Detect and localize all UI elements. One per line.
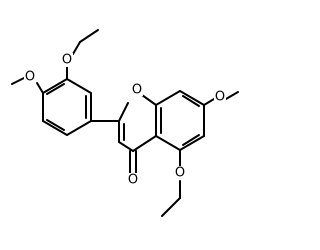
bond: [118, 102, 129, 122]
structure-canvas: O O O O O O: [11, 29, 239, 217]
carbonyl-oxygen-label: O: [128, 173, 138, 188]
bond-layer: [11, 29, 239, 217]
bond: [66, 120, 92, 136]
bond: [132, 135, 157, 152]
bond: [42, 78, 68, 94]
bond: [225, 91, 239, 100]
bond: [42, 120, 68, 136]
bond: [36, 82, 44, 94]
chemical-structure-diagram: O O O O O O: [11, 29, 239, 217]
bond: [141, 94, 157, 106]
bond: [79, 29, 99, 43]
bond: [179, 90, 205, 106]
double-bond-inner: [182, 134, 200, 146]
bond: [118, 141, 134, 152]
bond: [179, 135, 205, 151]
methoxy-oxygen-label-b-ring: O: [25, 70, 35, 85]
ring-oxygen-label: O: [132, 83, 142, 98]
bond: [66, 78, 92, 94]
bond: [72, 41, 81, 55]
ethoxy-oxygen-label-a-ring: O: [175, 166, 185, 181]
bond: [161, 197, 181, 217]
double-bond-inner: [182, 95, 200, 107]
bond: [155, 90, 181, 106]
bond: [11, 77, 25, 85]
double-bond-inner: [46, 119, 65, 131]
bond: [155, 135, 181, 151]
methoxy-oxygen-label-a-ring: O: [215, 90, 225, 105]
atom-label-layer: O O O O O O: [24, 53, 226, 188]
double-bond-inner: [46, 83, 65, 95]
bond: [203, 98, 215, 106]
ethoxy-oxygen-label-b-ring: O: [62, 53, 72, 68]
